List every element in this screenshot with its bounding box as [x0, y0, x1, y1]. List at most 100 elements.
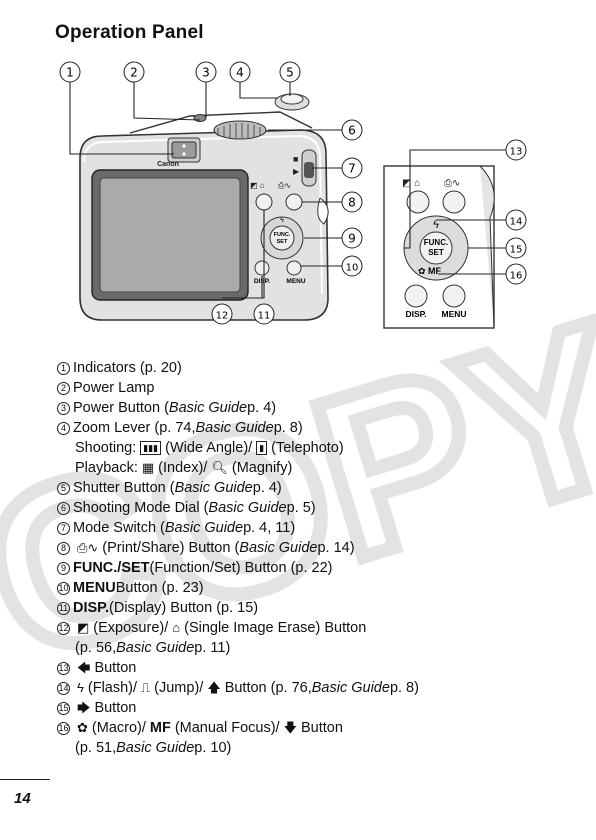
- item-number: 8: [57, 541, 70, 555]
- page-title: Operation Panel: [55, 22, 204, 43]
- svg-text:✿: ✿: [418, 266, 426, 276]
- list-item: 9 FUNC./SET (Function/Set) Button (p. 22…: [57, 558, 577, 578]
- item-number: 4: [57, 421, 70, 435]
- callout-10: 10: [341, 255, 363, 277]
- item-number: 7: [57, 521, 70, 535]
- single-image-erase-icon: ⌂: [172, 620, 181, 635]
- item-number: 6: [57, 501, 70, 515]
- svg-text:SET: SET: [428, 248, 444, 257]
- svg-text:FUNC.: FUNC.: [424, 238, 448, 247]
- item-number: 3: [57, 401, 70, 415]
- svg-text:16: 16: [510, 271, 523, 282]
- list-item: 11 DISP. (Display) Button (p. 15): [57, 600, 259, 616]
- svg-text:◩ ⌂: ◩ ⌂: [250, 181, 265, 190]
- list-item: 7 Mode Switch (Basic Guide p. 4, 11): [57, 518, 577, 538]
- callout-2: 2: [123, 61, 145, 83]
- arrow-down-icon: 🡇: [283, 720, 297, 735]
- list-item: 15 🡆 Button: [57, 700, 137, 716]
- callout-1: 1: [59, 61, 81, 83]
- callout-9: 9: [341, 227, 363, 249]
- list-item: 8 ⎙∿ (Print/Share) Button (Basic Guide p…: [57, 538, 577, 558]
- camera-back-illustration: Canon ■ ▶ ◩ ⌂ ⎙∿ FUNC. SET ϟ DISP. MENU: [79, 93, 329, 321]
- list-item: 13 🡄 Button: [57, 660, 137, 676]
- list-item: 3 Power Button (Basic Guide p. 4): [57, 398, 577, 418]
- svg-text:MENU: MENU: [286, 278, 305, 285]
- callout-7: 7: [341, 157, 363, 179]
- brand-logo: Canon: [157, 161, 179, 168]
- svg-text:4: 4: [236, 66, 244, 80]
- controller-detail-illustration: ◩ ⌂ ⎙∿ FUNC. SET ϟ MF ✿ DISP. MENU: [383, 165, 495, 329]
- list-item-continuation: (p. 56, Basic Guide p. 11): [75, 640, 231, 656]
- svg-text:7: 7: [348, 162, 356, 176]
- svg-text:2: 2: [130, 66, 138, 80]
- list-item: 14 ϟ (Flash)/ ⎍ (Jump)/ 🡅 Button (p. 76,…: [57, 680, 419, 696]
- macro-icon: ✿: [77, 720, 88, 735]
- magnify-icon: 🔍︎: [211, 460, 228, 475]
- arrow-left-icon: 🡄: [77, 660, 91, 675]
- item-number: 13: [57, 661, 70, 675]
- list-item: 10 MENU Button (p. 23): [57, 580, 204, 596]
- footer-rule: [0, 779, 50, 780]
- leader-lines: [69, 82, 506, 299]
- svg-text:ϟ: ϟ: [433, 219, 439, 231]
- item-number: 1: [57, 361, 70, 375]
- item-number: 16: [57, 721, 70, 735]
- item-number: 2: [57, 381, 70, 395]
- callout-4: 4: [229, 61, 251, 83]
- list-item: 16 ✿ (Macro)/ MF (Manual Focus)/ 🡇 Butto…: [57, 720, 343, 736]
- list-item: 12 ◩ (Exposure)/ ⌂ (Single Image Erase) …: [57, 620, 367, 636]
- list-item: 2 Power Lamp: [57, 378, 577, 398]
- list-item-continuation: (p. 51, Basic Guide p. 10): [75, 740, 232, 756]
- manual-focus-icon: MF: [149, 720, 171, 736]
- svg-text:13: 13: [510, 147, 523, 158]
- list-item-continuation: Shooting: ▮▮▮ (Wide Angle)/ ▮ (Telephoto…: [75, 440, 344, 456]
- item-number: 12: [57, 621, 70, 635]
- callout-15: 15: [505, 237, 527, 259]
- list-item: 6 Shooting Mode Dial (Basic Guide p. 5): [57, 498, 577, 518]
- callout-3: 3: [195, 61, 217, 83]
- svg-text:14: 14: [510, 217, 523, 228]
- svg-text:MENU: MENU: [441, 309, 466, 319]
- item-number: 11: [57, 601, 70, 615]
- list-item: 4 Zoom Lever (p. 74, Basic Guide p. 8): [57, 418, 577, 438]
- callout-13: 13: [505, 139, 527, 161]
- svg-text:11: 11: [258, 311, 271, 322]
- jump-icon: ⎍: [141, 680, 151, 695]
- svg-text:9: 9: [348, 232, 356, 246]
- callout-11: 11: [253, 303, 275, 325]
- svg-text:DISP.: DISP.: [405, 309, 426, 319]
- list-item: 1 Indicators (p. 20): [57, 358, 577, 378]
- svg-text:■: ■: [293, 154, 298, 164]
- callout-6: 6: [341, 119, 363, 141]
- callout-12: 12: [211, 303, 233, 325]
- svg-text:15: 15: [510, 245, 523, 256]
- svg-text:10: 10: [346, 263, 359, 274]
- arrow-up-icon: 🡅: [207, 680, 221, 695]
- svg-text:5: 5: [286, 66, 294, 80]
- component-list: 1 Indicators (p. 20) 2 Power Lamp 3 Powe…: [57, 358, 577, 758]
- item-number: 9: [57, 561, 70, 575]
- svg-text:⎙∿: ⎙∿: [444, 178, 460, 189]
- item-number: 5: [57, 481, 70, 495]
- svg-text:8: 8: [348, 196, 356, 210]
- item-number: 15: [57, 701, 70, 715]
- svg-text:1: 1: [66, 66, 74, 80]
- svg-text:MF: MF: [428, 266, 441, 276]
- print-share-icon: ⎙∿: [77, 540, 99, 555]
- index-icon: ▦: [141, 460, 155, 475]
- svg-text:12: 12: [216, 311, 229, 322]
- svg-text:ϟ: ϟ: [280, 217, 284, 224]
- callout-8: 8: [341, 191, 363, 213]
- svg-text:▶: ▶: [293, 167, 300, 176]
- callout-14: 14: [505, 209, 527, 231]
- list-item-continuation: Playback: ▦ (Index)/ 🔍︎ (Magnify): [75, 460, 293, 476]
- svg-text:6: 6: [348, 124, 356, 138]
- wide-angle-icon: ▮▮▮: [140, 441, 162, 455]
- camera-diagram: Canon ■ ▶ ◩ ⌂ ⎙∿ FUNC. SET ϟ DISP. MENU …: [59, 61, 527, 329]
- svg-text:FUNC.: FUNC.: [274, 232, 291, 238]
- item-number: 14: [57, 681, 70, 695]
- page-number: 14: [14, 790, 31, 807]
- svg-text:3: 3: [202, 66, 210, 80]
- telephoto-icon: ▮: [256, 441, 268, 455]
- arrow-right-icon: 🡆: [77, 700, 91, 715]
